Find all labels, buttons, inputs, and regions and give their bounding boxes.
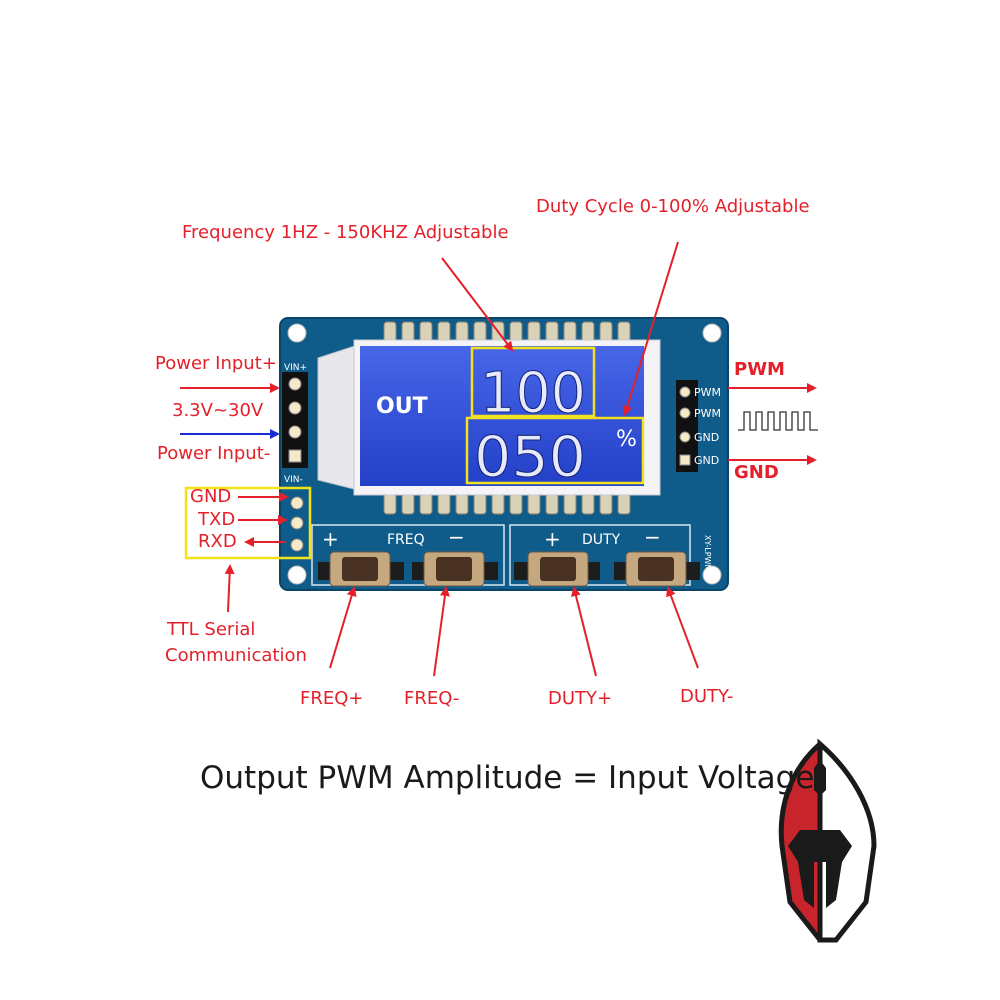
freq-plus-arrow — [329, 586, 357, 669]
mounting-hole — [287, 323, 307, 343]
duty-cycle-annotation: Duty Cycle 0-100% Adjustable — [536, 196, 810, 217]
frequency-highlight — [470, 346, 596, 418]
lcd-pin — [401, 321, 415, 343]
mounting-hole — [287, 565, 307, 585]
lcd-pin — [455, 321, 469, 343]
pwm-output-label: PWM — [734, 359, 785, 380]
duty-plus-label: DUTY+ — [548, 688, 613, 709]
lcd-pin — [509, 321, 523, 343]
power-input-minus-label: Power Input- — [157, 443, 271, 464]
pwm-square-wave — [738, 411, 818, 431]
silk-pwm-1: PWM — [694, 386, 721, 399]
lcd-pin — [401, 493, 415, 515]
lcd-pin — [581, 493, 595, 515]
lcd-pin — [419, 321, 433, 343]
gnd-output-label: GND — [734, 462, 779, 483]
lcd-pin — [473, 321, 487, 343]
ttl-communication-label: Communication — [165, 645, 307, 666]
silk-plus-duty: + — [544, 527, 561, 551]
lcd-duty-value: 050 — [474, 425, 586, 490]
freq-minus-label: FREQ- — [404, 688, 460, 709]
ttl-gnd-label: GND — [190, 486, 232, 507]
ttl-txd-label: TXD — [198, 509, 236, 530]
freq-minus-arrow — [433, 586, 450, 677]
ttl-highlight — [184, 486, 312, 560]
silk-gnd-1: GND — [694, 431, 719, 444]
duty-arrow — [622, 241, 679, 416]
lcd-pin — [473, 493, 487, 515]
mounting-hole — [702, 565, 722, 585]
lcd-pin — [437, 493, 451, 515]
lcd-pin — [545, 493, 559, 515]
freq-plus-label: FREQ+ — [300, 688, 364, 709]
lcd-pin — [617, 493, 631, 515]
lcd-pin — [509, 493, 523, 515]
duty-minus-arrow — [666, 586, 699, 669]
ttl-label-arrow — [224, 564, 235, 613]
power-input-plus-label: Power Input+ — [155, 353, 277, 374]
lcd-pin — [581, 321, 595, 343]
duty-minus-button[interactable] — [614, 551, 700, 587]
ttl-serial-label: TTL Serial — [167, 619, 256, 640]
duty-minus-label: DUTY- — [680, 686, 734, 707]
lcd-pin — [437, 321, 451, 343]
pwm-output-header — [676, 380, 698, 472]
lcd-pin — [419, 493, 433, 515]
silk-freq: FREQ — [387, 532, 425, 548]
lcd-pin — [617, 321, 631, 343]
duty-plus-button[interactable] — [514, 551, 600, 587]
spartan-helmet-logo — [778, 738, 877, 943]
lcd-out-label: OUT — [376, 394, 428, 419]
lcd-pin — [527, 321, 541, 343]
lcd-pin — [383, 321, 397, 343]
lcd-percent-sign: % — [616, 427, 637, 452]
silk-vin-minus: VIN- — [284, 475, 303, 485]
silk-model: XY-LPWM — [703, 535, 712, 571]
lcd-pin — [563, 493, 577, 515]
silk-gnd-2: GND — [694, 454, 719, 467]
frequency-annotation: Frequency 1HZ - 150KHZ Adjustable — [182, 222, 509, 243]
annotation-arrows — [180, 241, 817, 677]
silk-vin-plus: VIN+ — [284, 363, 307, 373]
lcd-pin — [455, 493, 469, 515]
lcd-pin — [491, 493, 505, 515]
silk-duty: DUTY — [582, 532, 621, 548]
button-area — [311, 524, 691, 586]
lcd-pin — [599, 321, 613, 343]
frequency-arrow — [441, 257, 514, 352]
freq-minus-button[interactable] — [412, 551, 498, 587]
silk-minus-freq: − — [448, 525, 465, 549]
lcd-pin — [383, 493, 397, 515]
silk-minus-duty: − — [644, 525, 661, 549]
power-input-header — [282, 372, 308, 468]
lcd-pin — [545, 321, 559, 343]
silk-plus-freq: + — [322, 527, 339, 551]
highlight-boxes — [184, 346, 645, 560]
lcd-pin — [563, 321, 577, 343]
lcd-pin — [599, 493, 613, 515]
mounting-hole — [702, 323, 722, 343]
silk-pwm-2: PWM — [694, 407, 721, 420]
output-caption: Output PWM Amplitude = Input Voltage — [200, 760, 815, 796]
ttl-rxd-label: RXD — [198, 531, 237, 552]
voltage-range-label: 3.3V~30V — [172, 400, 264, 421]
lcd-pin — [527, 493, 541, 515]
ttl-header — [290, 496, 304, 552]
freq-plus-button[interactable] — [318, 551, 404, 587]
duty-highlight — [465, 416, 645, 485]
duty-plus-arrow — [571, 586, 597, 677]
